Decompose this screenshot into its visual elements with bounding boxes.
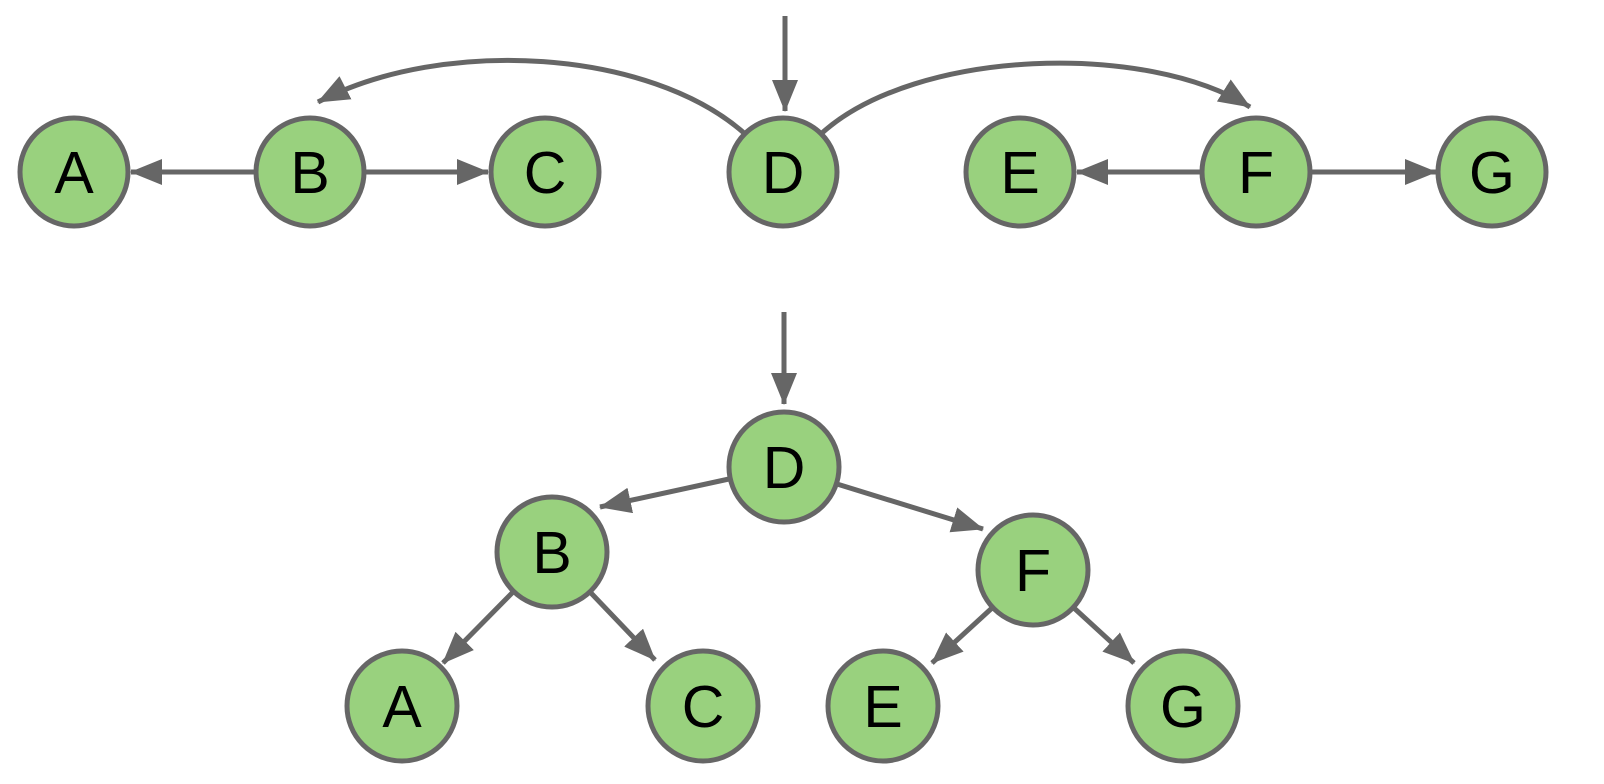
node-top-g: G <box>1435 115 1549 229</box>
node-circle <box>253 115 367 229</box>
node-circle <box>975 512 1091 628</box>
tree-edge-f-to-e <box>930 606 994 665</box>
node-circle <box>726 409 842 525</box>
node-circle <box>17 115 131 229</box>
node-top-f: F <box>1199 115 1313 229</box>
tree-view: D B F A C E G <box>344 312 1241 764</box>
node-label: E <box>863 674 902 740</box>
node-label: F <box>1238 140 1274 206</box>
node-label: D <box>762 140 805 206</box>
node-top-a: A <box>17 115 131 229</box>
node-label: C <box>524 140 567 206</box>
node-circle <box>494 494 610 610</box>
node-label: D <box>763 435 806 501</box>
node-tree-f: F <box>975 512 1091 628</box>
node-tree-a: A <box>344 648 460 764</box>
node-tree-e: E <box>825 648 941 764</box>
tree-edge-d-to-f <box>836 481 984 533</box>
node-label: C <box>682 674 725 740</box>
tree-edge-d-to-b <box>599 476 730 514</box>
node-circle <box>645 648 761 764</box>
node-tree-b: B <box>494 494 610 610</box>
node-circle <box>344 648 460 764</box>
node-label: A <box>54 140 94 206</box>
node-circle <box>726 115 840 229</box>
node-label: G <box>1469 140 1515 206</box>
tree-edge-b-to-a <box>441 590 515 665</box>
node-circle <box>1125 648 1241 764</box>
node-circle <box>1435 115 1549 229</box>
node-tree-c: C <box>645 648 761 764</box>
node-label: B <box>532 520 571 586</box>
node-label: E <box>1000 140 1039 206</box>
node-tree-g: G <box>1125 648 1241 764</box>
tree-edge-b-to-c <box>589 591 657 662</box>
node-tree-d: D <box>726 409 842 525</box>
node-circle <box>963 115 1077 229</box>
node-circle <box>488 115 602 229</box>
node-top-c: C <box>488 115 602 229</box>
node-label: F <box>1015 538 1051 604</box>
node-label: B <box>290 140 329 206</box>
node-top-e: E <box>963 115 1077 229</box>
tree-edge-f-to-g <box>1072 606 1136 665</box>
node-circle <box>1199 115 1313 229</box>
node-label: G <box>1160 674 1206 740</box>
list-view: A B C D E F G <box>17 16 1549 229</box>
node-top-d: D <box>726 115 840 229</box>
node-top-b: B <box>253 115 367 229</box>
edge-top-d-to-f <box>820 60 1252 135</box>
node-label: A <box>382 674 422 740</box>
edge-top-d-to-b <box>316 57 746 135</box>
node-circle <box>825 648 941 764</box>
